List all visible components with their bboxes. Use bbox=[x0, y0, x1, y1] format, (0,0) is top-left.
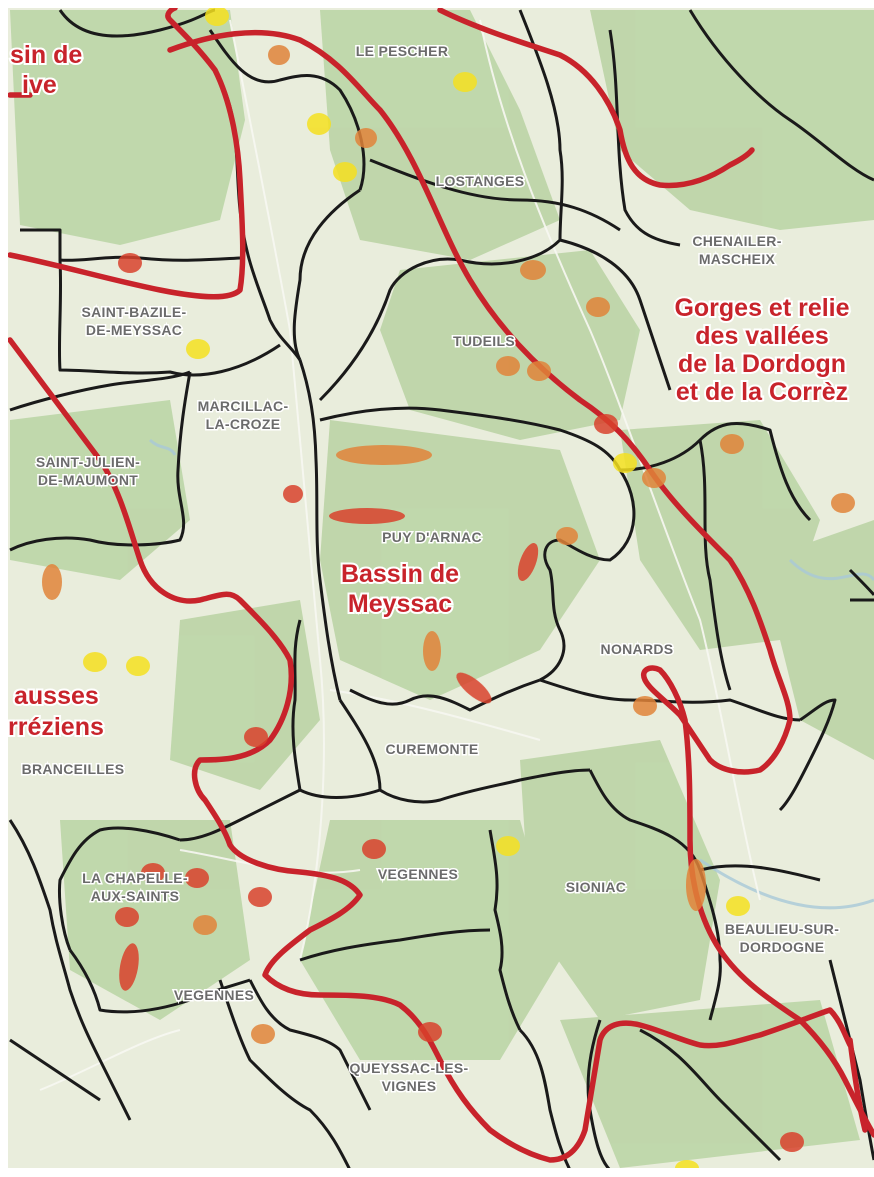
marker bbox=[251, 1024, 275, 1044]
commune-label-vegennes-south: VEGENNES bbox=[174, 987, 254, 1003]
marker bbox=[780, 1132, 804, 1152]
marker bbox=[329, 508, 405, 524]
marker bbox=[556, 527, 578, 545]
marker bbox=[42, 564, 62, 600]
marker bbox=[185, 868, 209, 888]
marker bbox=[831, 493, 855, 513]
marker bbox=[726, 896, 750, 916]
marker bbox=[115, 907, 139, 927]
commune-label-saint-julien-de-maumont: SAINT-JULIEN-DE-MAUMONT bbox=[36, 454, 140, 488]
marker bbox=[248, 887, 272, 907]
marker bbox=[496, 356, 520, 376]
commune-label-marcillac-la-croze: MARCILLAC-LA-CROZE bbox=[198, 398, 289, 432]
marker bbox=[496, 836, 520, 856]
river-features bbox=[148, 438, 874, 910]
commune-label-le-pescher: LE PESCHER bbox=[356, 43, 448, 59]
marker bbox=[586, 297, 610, 317]
markers-red bbox=[115, 253, 804, 1152]
marker bbox=[517, 543, 539, 581]
commune-label-la-chapelle-aux-saints: LA CHAPELLE-AUX-SAINTS bbox=[82, 870, 188, 904]
marker bbox=[119, 943, 139, 991]
commune-label-sioniac: SIONIAC bbox=[566, 879, 626, 895]
marker bbox=[633, 696, 657, 716]
commune-label-queyssac-les-vignes: QUEYSSAC-LES-VIGNES bbox=[349, 1060, 468, 1094]
commune-label-chenailler-mascheix: CHENAILER-MASCHEIX bbox=[692, 233, 781, 267]
marker bbox=[362, 839, 386, 859]
marker bbox=[141, 863, 165, 883]
marker bbox=[118, 253, 142, 273]
markers-orange bbox=[42, 45, 855, 1044]
marker bbox=[355, 128, 377, 148]
marker bbox=[686, 859, 706, 911]
marker bbox=[205, 8, 229, 26]
marker bbox=[336, 445, 432, 465]
marker bbox=[613, 453, 637, 473]
commune-labels: LE PESCHER LOSTANGES CHENAILER-MASCHEIX … bbox=[20, 42, 840, 1096]
commune-label-curemonte: CUREMONTE bbox=[386, 741, 479, 757]
marker bbox=[418, 1022, 442, 1042]
marker bbox=[527, 361, 551, 381]
marker bbox=[675, 1160, 699, 1168]
marker bbox=[126, 656, 150, 676]
marker bbox=[453, 72, 477, 92]
markers-yellow bbox=[83, 8, 750, 1168]
marker bbox=[642, 468, 666, 488]
marker bbox=[720, 434, 744, 454]
marker bbox=[456, 672, 492, 704]
commune-label-vegennes-north: VEGENNES bbox=[378, 866, 458, 882]
marker bbox=[333, 162, 357, 182]
commune-label-lostanges: LOSTANGES bbox=[436, 173, 525, 189]
commune-label-branceilles: BRANCEILLES bbox=[22, 761, 125, 777]
marker bbox=[423, 631, 441, 671]
marker bbox=[283, 485, 303, 503]
commune-label-saint-bazile-de-meyssac: SAINT-BAZILE-DE-MEYSSAC bbox=[81, 304, 186, 338]
commune-label-puy-d-arnac: PUY D'ARNAC bbox=[382, 529, 482, 545]
marker bbox=[520, 260, 546, 280]
marker bbox=[244, 727, 268, 747]
marker bbox=[268, 45, 290, 65]
marker bbox=[594, 414, 618, 434]
commune-borders bbox=[8, 8, 874, 1168]
commune-label-nonards: NONARDS bbox=[601, 641, 674, 657]
marker bbox=[83, 652, 107, 672]
marker bbox=[307, 113, 331, 135]
commune-label-tudeils: TUDEILS bbox=[453, 333, 515, 349]
marker bbox=[186, 339, 210, 359]
marker bbox=[193, 915, 217, 935]
commune-label-beaulieu-sur-dordogne: BEAULIEU-SUR-DORDOGNE bbox=[725, 921, 839, 955]
